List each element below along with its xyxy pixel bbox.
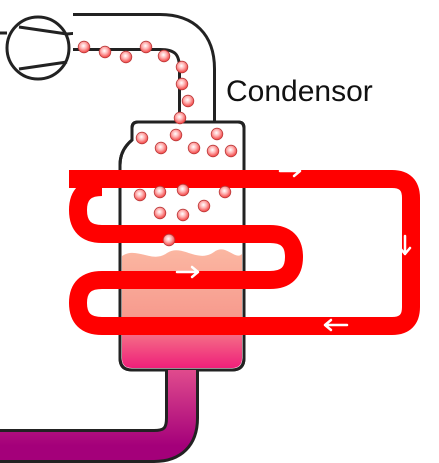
vapor-particle-icon xyxy=(197,199,211,213)
flow-arrow-icon-left xyxy=(323,318,349,332)
vapor-particle-icon xyxy=(119,50,133,64)
condensate-liquid xyxy=(122,249,242,368)
vapor-particle-icon xyxy=(169,128,183,142)
vapor-particle-icon xyxy=(154,141,168,155)
vapor-particle-icon xyxy=(133,188,147,202)
compressor-icon-lines xyxy=(18,25,68,71)
flow-arrow-icon-right-mid xyxy=(175,265,200,279)
diagram-title: Condensor xyxy=(226,75,373,108)
vapor-particle-icon xyxy=(187,141,201,155)
vapor-particle-icon xyxy=(98,45,112,59)
vapor-particle-icon xyxy=(153,185,167,199)
vapor-particles xyxy=(77,40,238,247)
cooling-coil xyxy=(69,170,420,335)
vapor-particle-icon xyxy=(206,144,220,158)
vapor-particle-icon xyxy=(181,94,195,108)
vapor-pipe-group xyxy=(73,13,216,138)
vapor-pipe-fill xyxy=(73,16,213,138)
vapor-particle-icon xyxy=(135,131,149,145)
liquid-outlet-pipe xyxy=(0,370,196,460)
vapor-particle-icon xyxy=(77,40,91,54)
vapor-particle-icon xyxy=(153,206,167,220)
vapor-particle-icon xyxy=(139,40,153,54)
flow-arrows xyxy=(175,164,412,332)
vapor-particle-icon xyxy=(175,60,189,74)
compressor-group xyxy=(0,15,82,81)
condenser-vessel-outline xyxy=(118,120,246,372)
flow-arrow-icon-down xyxy=(398,234,412,256)
vapor-particle-icon xyxy=(162,233,176,247)
liquid-outlet-group xyxy=(0,370,199,463)
compressor-icon xyxy=(5,15,71,81)
vapor-particle-icon xyxy=(175,77,189,91)
vapor-particle-icon xyxy=(173,111,187,125)
vapor-particle-icon xyxy=(224,144,238,158)
cooling-coil-group xyxy=(69,170,420,335)
vapor-particle-icon xyxy=(157,49,171,63)
vapor-particle-icon xyxy=(176,183,190,197)
vapor-particle-icon xyxy=(210,127,224,141)
vapor-particle-icon xyxy=(218,185,232,199)
flow-arrow-icon-right-top xyxy=(278,164,302,178)
vapor-particle-icon xyxy=(176,208,190,222)
